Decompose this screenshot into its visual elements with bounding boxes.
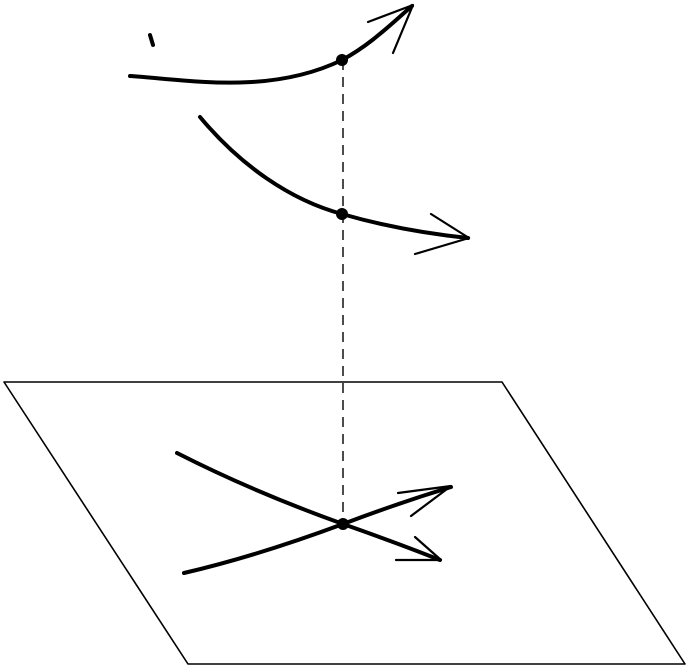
small-tick-mark	[148, 33, 155, 47]
upper-strand-curve	[128, 4, 414, 85]
upper-strand-arrowhead-icon	[366, 3, 415, 55]
lower-strand-point	[336, 208, 348, 220]
lower-strand-curve	[198, 115, 470, 240]
lower-strand-arrowhead-icon	[413, 212, 471, 256]
projected-strand-a-curve	[175, 451, 442, 562]
upper-strand-point	[336, 54, 348, 66]
crossing-point	[337, 518, 349, 530]
projected-strand-b-arrowhead-icon	[396, 484, 453, 518]
projection-plane	[3, 381, 686, 665]
projected-strand-a-arrowhead-icon	[394, 535, 443, 562]
